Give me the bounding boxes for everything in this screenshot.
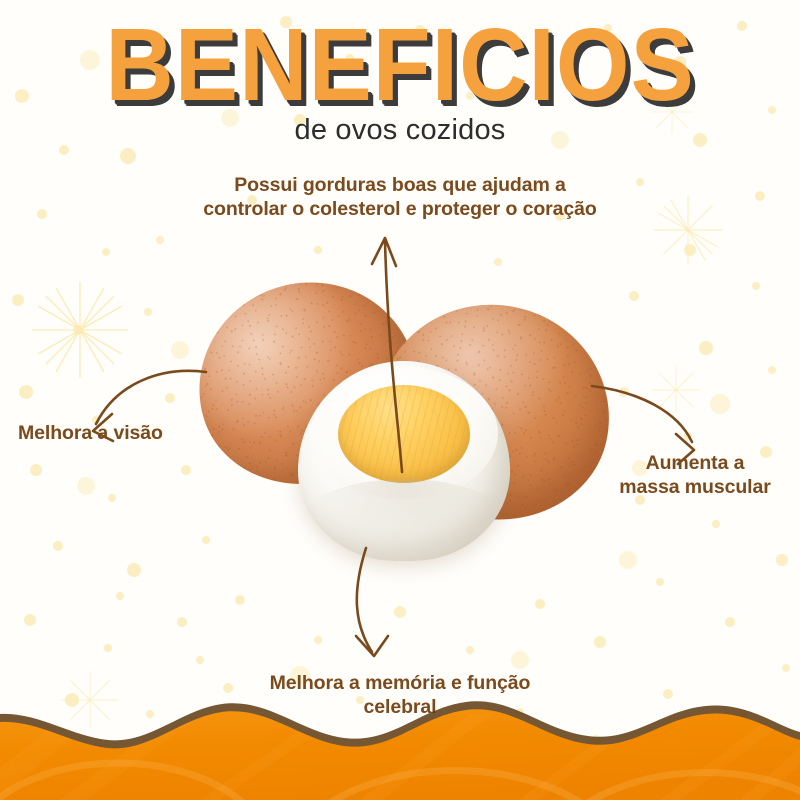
benefit-muscle-line2: massa muscular — [619, 475, 771, 498]
bottom-wave-decoration — [0, 700, 800, 800]
benefit-heart-label: Possui gorduras boas que ajudam a contro… — [0, 174, 800, 222]
benefit-memory-line1: Melhora a memória e função — [269, 672, 531, 694]
wave-orange-band — [0, 709, 800, 800]
eggs-illustration — [174, 256, 630, 575]
page-title: BENEFICIOS — [105, 8, 695, 123]
benefit-heart-line2: controlar o colesterol e proteger o cora… — [203, 197, 597, 220]
yolk-texture-secondary — [338, 385, 470, 483]
wave-arc-highlights — [0, 759, 800, 800]
egg-yolk — [338, 385, 470, 483]
yolk-texture — [338, 385, 470, 483]
benefit-vision-label: Melhora a visão — [18, 422, 248, 446]
title-block: BENEFICIOS — [0, 14, 800, 117]
benefit-memory-line2: celebral — [363, 695, 437, 718]
page-subtitle: de ovos cozidos — [294, 114, 506, 146]
egg-half-shadow — [304, 479, 504, 557]
halved-boiled-egg — [298, 361, 510, 561]
benefit-vision-line1: Melhora a visão — [18, 422, 163, 444]
benefit-muscle-label: Aumenta a massa muscular — [590, 452, 800, 500]
benefit-muscle-line1: Aumenta a — [645, 452, 745, 474]
benefit-heart-line1: Possui gorduras boas que ajudam a — [234, 174, 566, 196]
benefit-memory-label: Melhora a memória e função celebral — [180, 672, 620, 720]
